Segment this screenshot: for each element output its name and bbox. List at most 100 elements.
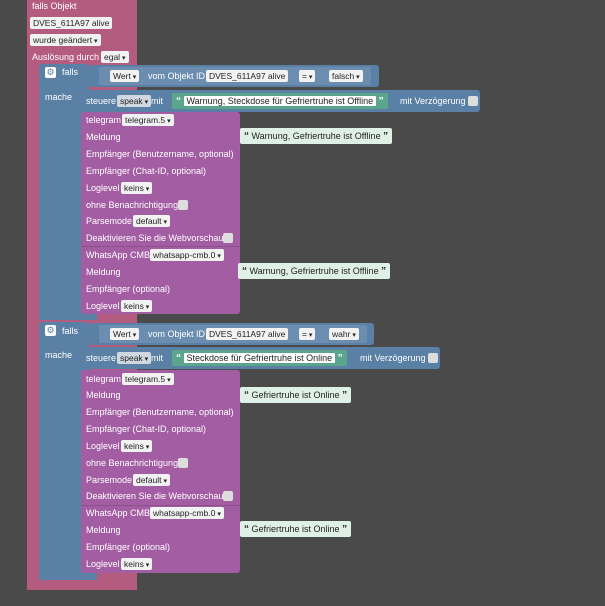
if-2-speak-text-block[interactable]: “ Steckdose für Gefriertruhe ist Online … bbox=[172, 350, 347, 366]
if-1-telegram-empf-chat-label: Empfänger (Chat-ID, optional) bbox=[86, 166, 207, 176]
if-1-speak-text-block[interactable]: “ Warnung, Steckdose für Gefriertruhe is… bbox=[172, 93, 388, 109]
if-1-telegram-meldung-text[interactable]: Warnung, Gefriertruhe ist Offline bbox=[251, 131, 381, 141]
if-2-whatsapp-meldung-text[interactable]: Gefriertruhe ist Online bbox=[251, 524, 340, 534]
if-2-verzoegerung-label: mit Verzögerung bbox=[360, 353, 426, 363]
if-2-falls-label: falls bbox=[62, 326, 79, 336]
trigger-block-bottom bbox=[27, 581, 137, 590]
if-2-whatsapp-loglevel-dropdown[interactable]: keins bbox=[121, 558, 153, 570]
if-2-telegram-ohne-label: ohne Benachrichtigung bbox=[86, 458, 179, 468]
if-1-object-id-field[interactable]: DVES_611A97 alive bbox=[206, 70, 289, 82]
trigger-title: falls Objekt bbox=[32, 1, 77, 11]
if-block-1[interactable] bbox=[39, 64, 89, 320]
if-2-whatsapp-instance-dropdown[interactable]: whatsapp-cmb.0 bbox=[150, 507, 224, 519]
if-1-wert-dropdown[interactable]: Wert bbox=[110, 70, 140, 82]
if-1-telegram-ohne-checkbox[interactable] bbox=[178, 200, 188, 210]
if-2-mache-label: mache bbox=[45, 350, 73, 360]
trigger-object-id-field[interactable]: DVES_611A97 alive bbox=[30, 17, 113, 29]
if-1-telegram-meldung-label: Meldung bbox=[86, 132, 121, 142]
if-2-telegram-loglevel-label: Loglevel bbox=[86, 441, 120, 451]
if-1-telegram-webvorschau-label: Deaktivieren Sie die Webvorschau bbox=[86, 233, 224, 243]
if-1-telegram-parsemode-dropdown[interactable]: default bbox=[133, 215, 170, 227]
if-2-telegram-meldung-text[interactable]: Gefriertruhe ist Online bbox=[251, 390, 340, 400]
if-1-whatsapp-loglevel-dropdown[interactable]: keins bbox=[121, 300, 153, 312]
divider bbox=[81, 246, 240, 247]
if-1-verzoegerung-label: mit Verzögerung bbox=[400, 96, 466, 106]
if-1-telegram-loglevel-dropdown[interactable]: keins bbox=[121, 182, 153, 194]
if-1-telegram-parsemode-label: Parsemode bbox=[86, 216, 133, 226]
if-1-whatsapp-instance-dropdown[interactable]: whatsapp-cmb.0 bbox=[150, 249, 224, 261]
if-1-value-dropdown[interactable]: falsch bbox=[329, 70, 363, 82]
if-2-wert-dropdown[interactable]: Wert bbox=[110, 328, 140, 340]
trigger-condition-dropdown[interactable]: wurde geändert bbox=[30, 34, 101, 46]
if-2-telegram-parsemode-label: Parsemode bbox=[86, 475, 133, 485]
ausloesung-dropdown[interactable]: egal bbox=[101, 51, 129, 63]
if-1-whatsapp-loglevel-label: Loglevel bbox=[86, 301, 120, 311]
if-1-telegram-label: telegram bbox=[86, 115, 122, 125]
close-quote-icon: ” bbox=[342, 524, 348, 535]
gear-icon[interactable]: ⚙ bbox=[45, 67, 56, 78]
if-1-mache-label: mache bbox=[45, 92, 73, 102]
if-2-value-dropdown[interactable]: wahr bbox=[329, 328, 359, 340]
if-2-speak-text[interactable]: Steckdose für Gefriertruhe ist Online bbox=[183, 353, 336, 363]
open-quote-icon: “ bbox=[244, 131, 249, 142]
if-2-telegram-empf-user-label: Empfänger (Benutzername, optional) bbox=[86, 407, 234, 417]
if-2-telegram-meldung-label: Meldung bbox=[86, 390, 121, 400]
if-2-telegram-meldung-block[interactable]: “ Gefriertruhe ist Online ” bbox=[240, 387, 352, 403]
if-2-steuere-label: steuere bbox=[86, 353, 117, 363]
open-quote-icon: “ bbox=[176, 353, 181, 364]
if-2-object-id-field[interactable]: DVES_611A97 alive bbox=[206, 328, 289, 340]
gear-icon[interactable]: ⚙ bbox=[45, 325, 56, 336]
if-1-telegram-ohne-label: ohne Benachrichtigung bbox=[86, 200, 179, 210]
if-2-telegram-ohne-checkbox[interactable] bbox=[178, 458, 188, 468]
if-1-telegram-loglevel-label: Loglevel bbox=[86, 183, 120, 193]
if-2-whatsapp-label: WhatsApp CMB bbox=[86, 508, 151, 518]
close-quote-icon: ” bbox=[378, 96, 384, 107]
if-1-falls-label: falls bbox=[62, 67, 79, 77]
if-2-telegram-webvorschau-label: Deaktivieren Sie die Webvorschau bbox=[86, 491, 224, 501]
if-1-telegram-instance-dropdown[interactable]: telegram.5 bbox=[122, 114, 174, 126]
if-2-telegram-loglevel-dropdown[interactable]: keins bbox=[121, 440, 153, 452]
if-1-telegram-meldung-block[interactable]: “ Warnung, Gefriertruhe ist Offline ” bbox=[240, 128, 393, 144]
if-1-whatsapp-meldung-label: Meldung bbox=[86, 267, 121, 277]
open-quote-icon: “ bbox=[242, 266, 247, 277]
if-2-whatsapp-empf-label: Empfänger (optional) bbox=[86, 542, 171, 552]
if-1-speak-text[interactable]: Warnung, Steckdose für Gefriertruhe ist … bbox=[183, 96, 377, 106]
if-1-speak-dropdown[interactable]: speak bbox=[117, 95, 152, 107]
if-block-1-bottom bbox=[39, 312, 97, 320]
if-2-speak-dropdown[interactable]: speak bbox=[117, 352, 152, 364]
if-1-whatsapp-meldung-text[interactable]: Warnung, Gefriertruhe ist Offline bbox=[249, 266, 379, 276]
open-quote-icon: “ bbox=[244, 390, 249, 401]
if-2-operator-dropdown[interactable]: = bbox=[299, 328, 316, 340]
if-1-whatsapp-empf-label: Empfänger (optional) bbox=[86, 284, 171, 294]
if-1-telegram-empf-user-label: Empfänger (Benutzername, optional) bbox=[86, 149, 234, 159]
close-quote-icon: ” bbox=[381, 266, 387, 277]
if-1-steuere-label: steuere bbox=[86, 96, 117, 106]
if-2-telegram-label: telegram bbox=[86, 374, 122, 384]
if-2-whatsapp-meldung-block[interactable]: “ Gefriertruhe ist Online ” bbox=[240, 521, 352, 537]
if-2-telegram-webvorschau-checkbox[interactable] bbox=[223, 491, 233, 501]
if-1-operator-dropdown[interactable]: = bbox=[299, 70, 316, 82]
if-1-whatsapp-label: WhatsApp CMB bbox=[86, 250, 151, 260]
if-1-telegram-webvorschau-checkbox[interactable] bbox=[223, 233, 233, 243]
if-1-whatsapp-meldung-block[interactable]: “ Warnung, Gefriertruhe ist Offline ” bbox=[238, 263, 391, 279]
if-2-verzoegerung-checkbox[interactable] bbox=[428, 353, 438, 363]
if-2-telegram-empf-chat-label: Empfänger (Chat-ID, optional) bbox=[86, 424, 207, 434]
open-quote-icon: “ bbox=[244, 524, 249, 535]
if-2-telegram-parsemode-dropdown[interactable]: default bbox=[133, 474, 170, 486]
if-block-2[interactable] bbox=[39, 322, 89, 580]
close-quote-icon: ” bbox=[337, 353, 343, 364]
if-2-whatsapp-meldung-label: Meldung bbox=[86, 525, 121, 535]
if-1-vom-objekt-label: vom Objekt ID bbox=[148, 71, 206, 81]
if-block-2-bottom bbox=[39, 570, 97, 580]
divider bbox=[81, 505, 240, 506]
if-1-verzoegerung-checkbox[interactable] bbox=[468, 96, 478, 106]
if-2-mit-label: mit bbox=[151, 353, 163, 363]
ausloesung-label: Auslösung durch bbox=[32, 52, 100, 62]
if-2-telegram-instance-dropdown[interactable]: telegram.5 bbox=[122, 373, 174, 385]
open-quote-icon: “ bbox=[176, 96, 181, 107]
if-1-mit-label: mit bbox=[151, 96, 163, 106]
close-quote-icon: ” bbox=[342, 390, 348, 401]
if-2-vom-objekt-label: vom Objekt ID bbox=[148, 329, 206, 339]
if-2-whatsapp-loglevel-label: Loglevel bbox=[86, 559, 120, 569]
close-quote-icon: ” bbox=[383, 131, 389, 142]
